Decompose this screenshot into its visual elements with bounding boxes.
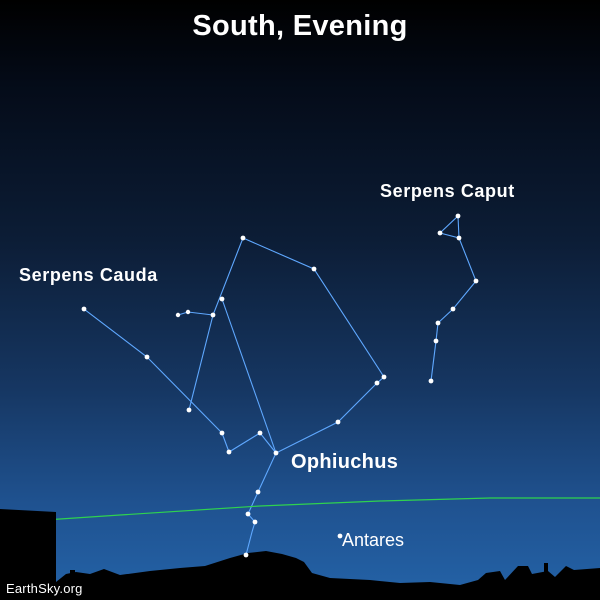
ophiuchus-lines [188,237,385,556]
star [175,312,181,318]
ophiuchus-outline [188,237,385,556]
credit-text: EarthSky.org [6,581,83,596]
horizon-line [0,497,600,524]
star [435,320,441,326]
star [381,374,387,380]
serpens-cauda-head-link [177,311,214,316]
star [210,312,216,318]
star [219,296,225,302]
star [335,419,341,425]
star [252,519,258,525]
antares-star [337,533,343,539]
ophiuchus-inner-line [221,298,277,454]
star [243,552,249,558]
stars [81,213,479,558]
ophiuchus-label: Ophiuchus [291,451,399,473]
serpens-caput-lines [430,214,477,382]
ophiuchus-lower-line [221,432,277,454]
star [186,407,192,413]
landscape-silhouette [0,509,600,600]
star [374,380,380,386]
star [255,489,261,495]
star [433,338,439,344]
serpens-cauda-lines [83,308,223,434]
star [219,430,225,436]
star [226,449,232,455]
star [185,309,191,315]
serpens-cauda-label: Serpens Cauda [19,265,158,285]
antares-label: Antares [342,530,405,550]
star [273,450,279,456]
page-title: South, Evening [192,10,408,42]
star [455,213,461,219]
star [81,306,87,312]
serpens-cauda-tail [83,308,223,434]
tree-silhouette [70,570,75,580]
serpens-caput-line [430,214,477,382]
serpens-caput-label: Serpens Caput [380,181,515,201]
star [257,430,263,436]
star [473,278,479,284]
star [437,230,443,236]
star [456,235,462,241]
star [311,266,317,272]
ground-silhouette [56,551,600,600]
tree-silhouette [544,563,548,575]
building-silhouette [0,509,56,600]
star [144,354,150,360]
star [450,306,456,312]
star [240,235,246,241]
star [428,378,434,384]
star [245,511,251,517]
tree-silhouette [286,563,292,575]
